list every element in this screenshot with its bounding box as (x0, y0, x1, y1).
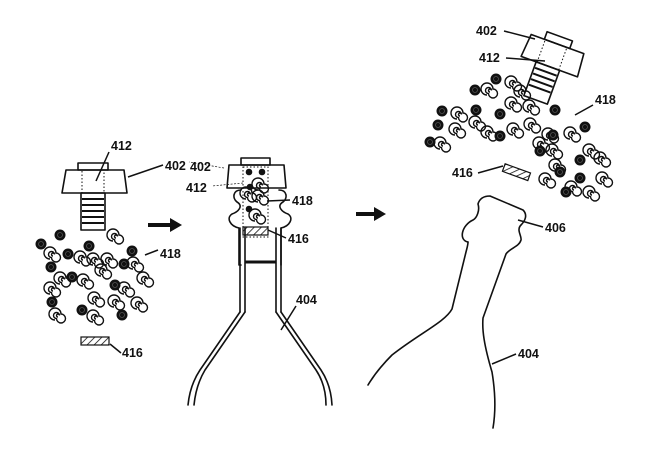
leader-418-stage2 (266, 199, 291, 202)
label-402-stage3: 402 (476, 24, 497, 38)
leader-416-stage2 (267, 229, 287, 239)
stage3-open-bottle (367, 195, 527, 429)
stage1-cap-assembly (61, 162, 128, 231)
arrow-right-icon (148, 218, 182, 232)
threaded-shank (523, 60, 561, 105)
stage3-particles (424, 73, 614, 202)
cap-body (520, 33, 585, 78)
label-418-stage3: 418 (595, 93, 616, 107)
cap-body (61, 169, 128, 194)
leader-404-stage3 (491, 353, 517, 365)
shank-threads (82, 198, 104, 224)
stage3-seal-disc (501, 163, 532, 182)
leader-402-stage2 (188, 161, 225, 169)
stage1-particles (35, 228, 155, 326)
leader-402-stage1 (127, 164, 164, 178)
label-412-stage2: 412 (186, 181, 207, 195)
leader-416-stage1 (109, 343, 122, 354)
label-406-stage3: 406 (545, 221, 566, 235)
label-416-stage2: 416 (288, 232, 309, 246)
cap-body (226, 164, 287, 189)
leader-412-stage2 (211, 182, 244, 187)
label-418-stage2: 418 (292, 194, 313, 208)
label-416-stage3: 416 (452, 166, 473, 180)
label-412-stage1: 412 (111, 139, 132, 153)
leader-404-stage2 (280, 305, 297, 331)
threaded-shank (80, 192, 106, 231)
leader-412-stage3 (505, 57, 546, 62)
cavity-particles (239, 168, 270, 225)
stage2-bottle (187, 189, 333, 406)
label-412-stage3: 412 (479, 51, 500, 65)
seal-disc (80, 336, 110, 346)
inner-cavity-outline (81, 169, 105, 194)
seal-disc (242, 226, 269, 236)
label-416-stage1: 416 (122, 346, 143, 360)
cap-top-knob (240, 157, 271, 166)
leader-406-stage3 (517, 219, 544, 228)
leader-412-stage1 (95, 151, 110, 182)
label-404-stage3: 404 (518, 347, 539, 361)
label-402-stage1: 402 (165, 159, 186, 173)
leader-402-stage3 (503, 30, 536, 40)
leader-416-stage3 (477, 165, 504, 174)
label-402-stage2: 402 (190, 160, 211, 174)
label-404-stage2: 404 (296, 293, 317, 307)
label-418-stage1: 418 (160, 247, 181, 261)
inner-cavity-outline (536, 38, 568, 71)
arrow-right-icon (356, 207, 386, 221)
leader-418-stage1 (144, 249, 159, 256)
stage2-cap-on-bottle (226, 157, 287, 238)
leader-418-stage3 (574, 104, 594, 116)
stage3-flying-cap (520, 30, 585, 105)
